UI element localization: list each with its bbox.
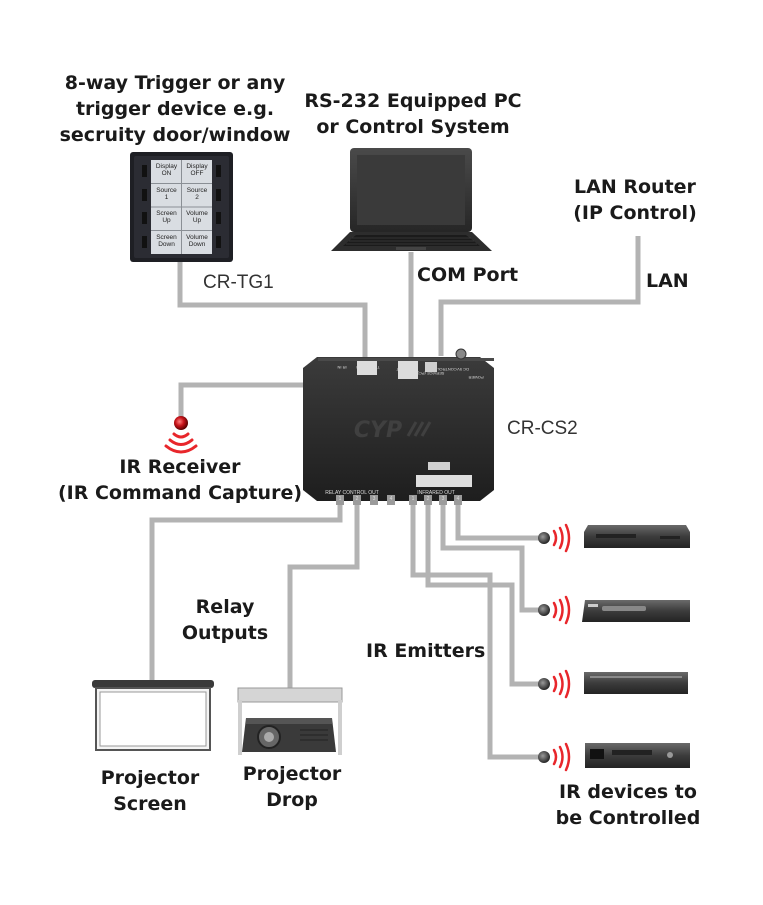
ir-emitters-title: IR Emitters [366,640,486,662]
av-device-3 [584,672,688,694]
cable-ir-1 [410,500,540,760]
keypad-button-label: Up [162,217,171,224]
cable-trigger [177,262,368,358]
keypad-button-label: 2 [195,194,199,201]
cables [149,236,641,760]
av-device-1 [584,525,690,548]
ir-receiver-title: IR Receiver (IR Command Capture) [57,456,303,504]
keypad-button-label: Volume [186,234,208,241]
projector-screen-icon [92,680,214,751]
laptop-pc [331,148,492,251]
keypad-button-label: Down [189,241,206,248]
ir-emitter-4 [538,742,571,772]
dc5v-label: DC 5V [457,367,469,372]
keypad-button-label: OFF [191,170,204,177]
keypad-button-label: Display [156,163,178,170]
ir-emitters [538,523,571,772]
keypad-button-label: Screen [156,210,177,217]
ir-emitter-3 [538,669,571,699]
keypad-button-label: ON [162,170,172,177]
keypad-trigger: DisplayONDisplayOFFSource1Source2ScreenU… [130,152,233,262]
lan-router-title: LAN Router (IP Control) [573,176,697,224]
infrared-out-label: INFRARED OUT [417,490,455,496]
service-label: SERVICE (PC) [417,371,444,376]
cable-lan [438,236,641,356]
pc-title: RS-232 Equipped PC or Control System [304,90,522,138]
relay-port-number: 2 [356,496,359,502]
ir-port-number: 3 [442,496,445,502]
ir-emitter-2 [538,595,571,625]
power-label: POWER [468,375,483,380]
relay-port-number: 4 [390,496,393,502]
trigger-in-label: TRIGGER IN [356,365,379,370]
cable-relay-2 [287,500,360,688]
com-port-panel-label: COM PORT [396,367,418,372]
av-device-2 [582,600,690,622]
cr-tg1-label: CR-TG1 [203,272,274,293]
ir-port-number: 4 [457,496,460,502]
ir-devices-title: IR devices to be Controlled [555,781,701,829]
keypad-button-label: Source [156,187,177,194]
cable-relay-1 [149,500,343,680]
keypad-button-label: Screen [156,234,177,241]
keypad-button-label: Display [186,163,208,170]
lan-label: LAN [646,270,689,292]
keypad-button-label: Down [158,241,175,248]
com-port-label: COM Port [417,264,519,286]
projector-drop-title: Projector Drop [242,763,342,811]
ir-in-label: IR IN [337,365,346,370]
device-logo: CYP [354,418,402,443]
av-device-4 [585,743,690,768]
relay-control-out-label: RELAY CONTROL OUT [325,490,379,496]
ir-controlled-devices [582,525,690,768]
cable-ir-receiver [178,382,318,420]
ir-emitter-1 [538,523,571,553]
relay-outputs-title: Relay Outputs [181,596,269,644]
relay-port-number: 3 [373,496,376,502]
ir-port-number: 1 [412,496,415,502]
keypad-button-label: 1 [165,194,169,201]
cable-ir-3 [440,500,540,613]
projector-screen-title: Projector Screen [100,767,200,815]
cr-cs2-label: CR-CS2 [507,418,578,439]
control-label: CONTROL [436,367,456,372]
relay-port-number: 1 [339,496,342,502]
projector-drop-icon [237,687,343,755]
keypad-button-label: Source [187,187,208,194]
cable-ir-4 [455,500,540,541]
ir-receiver-icon [164,416,198,454]
keypad-button-label: Volume [186,210,208,217]
cable-ir-2 [425,500,540,687]
trigger-device-title: 8-way Trigger or any trigger device e.g.… [59,72,291,146]
keypad-button-label: Up [193,217,202,224]
ir-port-number: 2 [427,496,430,502]
